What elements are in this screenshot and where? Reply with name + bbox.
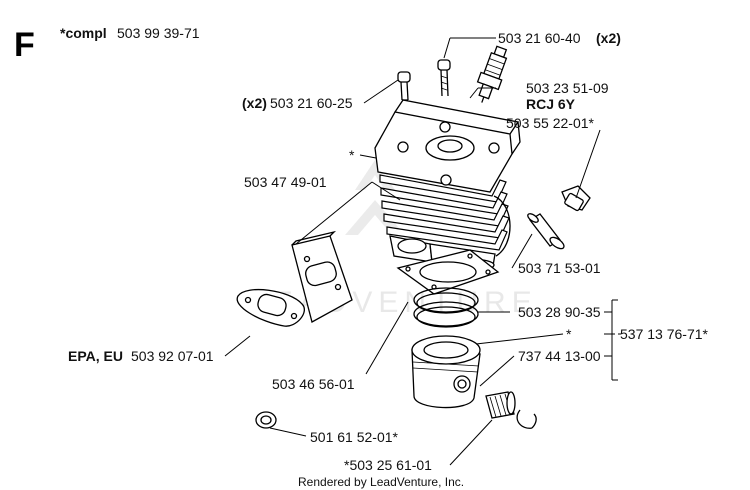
piston [411, 335, 481, 409]
kit-number: 537 13 76-71* [620, 326, 709, 342]
footer-credit: Rendered by LeadVenture, Inc. [298, 475, 464, 489]
plug-fitting [527, 213, 565, 250]
washer-number: 501 61 52-01* [310, 429, 399, 445]
circlip [516, 409, 537, 429]
piston-star: * [566, 326, 572, 342]
cylinder-screw [397, 71, 411, 101]
cylinder-screw-qty: (x2) [242, 95, 267, 111]
base-gasket [396, 249, 500, 295]
decomp-valve-number: 503 55 22-01* [506, 115, 595, 131]
piston-rings [413, 287, 479, 328]
cylinder-star: * [349, 147, 355, 163]
needle-bearing [485, 391, 516, 419]
exhaust-gasket-number: 503 92 07-01 [131, 348, 214, 364]
spark-plug-number: 503 23 51-09 [526, 80, 609, 96]
exhaust-gasket [236, 288, 305, 327]
bearing-number: 737 44 13-00 [518, 348, 601, 364]
heat-shield [291, 230, 353, 323]
decompression-valve [561, 185, 591, 212]
spark-plug-screw-qty: (x2) [596, 30, 621, 46]
exhaust-gasket-prefix: EPA, EU [68, 348, 123, 364]
cylinder-screw-2 [437, 59, 451, 97]
base-gasket-number: 503 46 56-01 [272, 376, 355, 392]
spark-plug-screw-number: 503 21 60-40 [498, 30, 581, 46]
cylinder [374, 99, 521, 273]
ring-number: 503 28 90-35 [518, 304, 601, 320]
piston-pin-number: *503 25 61-01 [344, 457, 432, 473]
section-letter: F [14, 26, 35, 64]
spark-plug [476, 45, 508, 103]
cylinder-screw-number: 503 21 60-25 [270, 95, 353, 111]
compl-prefix: *compl [60, 25, 107, 41]
compl-number: 503 99 39-71 [117, 25, 200, 41]
heat-shield-number: 503 47 49-01 [244, 174, 327, 190]
washer [255, 411, 277, 429]
plug-fitting-number: 503 71 53-01 [518, 260, 601, 276]
spark-plug-type: RCJ 6Y [526, 96, 576, 112]
